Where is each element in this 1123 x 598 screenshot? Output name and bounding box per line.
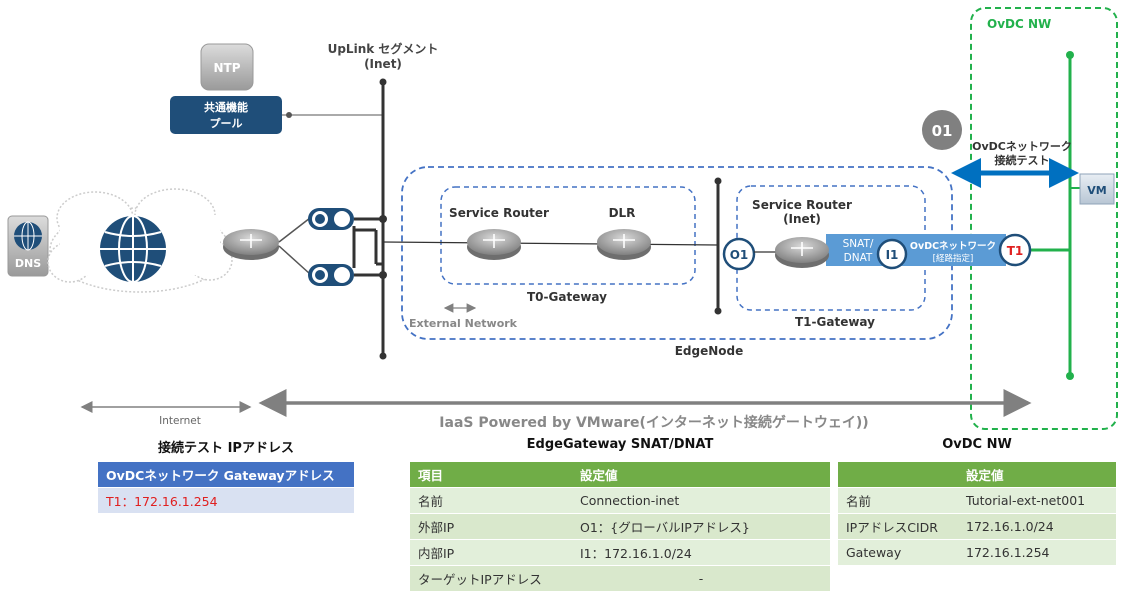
link-dot xyxy=(379,215,387,223)
ovdc-nw-box xyxy=(970,7,1118,430)
snat-label-2: DNAT xyxy=(844,252,873,264)
common-pool-label-1: 共通機能 xyxy=(204,100,248,114)
table-cell: 172.16.1.0/24 xyxy=(958,513,1116,540)
table-row: 名前 Connection-inet xyxy=(410,487,830,514)
ip-table-value: T1：172.16.1.254 xyxy=(98,487,354,514)
external-network-label: External Network xyxy=(409,317,518,330)
t0-gateway-box xyxy=(440,186,696,285)
vm-label: VM xyxy=(1087,184,1106,197)
snat-table-title: EdgeGateway SNAT/DNAT xyxy=(526,437,714,452)
column-header: 項目 xyxy=(410,462,572,488)
dlr-router-icon xyxy=(597,229,651,260)
table-row: 内部IP I1：172.16.1.0/24 xyxy=(410,539,830,566)
table-row: Gateway 172.16.1.254 xyxy=(838,539,1116,566)
service-router-icon xyxy=(467,229,521,260)
table-cell: 内部IP xyxy=(410,539,572,566)
table-cell: 名前 xyxy=(410,487,572,514)
link xyxy=(278,245,311,275)
edgenode-label: EdgeNode xyxy=(675,344,744,358)
segment-end-dot xyxy=(379,352,387,360)
uplink-label-2: (Inet) xyxy=(364,57,402,71)
conn-test-label-1: OvDCネットワーク xyxy=(972,140,1072,153)
ovdc-nw-table: 設定値 名前 Tutorial-ext-net001 IPアドレスCIDR 17… xyxy=(838,462,1116,566)
snat-label-1: SNAT/ xyxy=(843,238,874,250)
ip-address-table: OvDCネットワーク Gatewayアドレス T1：172.16.1.254 xyxy=(98,462,354,514)
ntp-icon xyxy=(200,43,254,91)
ovdc-route-label-1: OvDCネットワーク xyxy=(910,241,996,252)
t1-gateway-label: T1-Gateway xyxy=(795,315,875,329)
dlr-label: DLR xyxy=(609,206,636,220)
table-cell: 名前 xyxy=(838,487,958,514)
internet-label: Internet xyxy=(159,415,201,427)
edge-router-icon xyxy=(223,229,279,260)
segment-end-dot xyxy=(1066,51,1074,59)
table-row: ターゲットIPアドレス - xyxy=(410,565,830,592)
external-network-link xyxy=(382,241,719,246)
table-cell: - xyxy=(572,565,830,592)
ntp-label: NTP xyxy=(213,61,240,75)
ovdc-table-title: OvDC NW xyxy=(942,437,1012,452)
conn-test-label-2: 接続テスト xyxy=(995,153,1050,167)
t0-gateway-label: T0-Gateway xyxy=(527,290,607,304)
ovdc-route-label-2: [経路指定] xyxy=(933,253,974,264)
t1-label: T1 xyxy=(1007,244,1024,258)
globe-icon xyxy=(100,215,166,283)
table-row: 外部IP O1：{グローバルIPアドレス} xyxy=(410,513,830,540)
service-router-inet-label-1: Service Router xyxy=(752,198,852,212)
column-header xyxy=(838,462,958,488)
vm-icon xyxy=(1079,173,1115,205)
step-01-badge xyxy=(922,110,962,150)
service-router-label: Service Router xyxy=(449,206,549,220)
ovdc-route-band xyxy=(900,236,1006,264)
table-cell: ターゲットIPアドレス xyxy=(410,565,572,592)
i1-label: I1 xyxy=(886,248,899,262)
table-row: 名前 Tutorial-ext-net001 xyxy=(838,487,1116,514)
table-cell: Tutorial-ext-net001 xyxy=(958,487,1116,514)
common-pool-label-2: プール xyxy=(210,116,243,130)
i1-interface xyxy=(876,238,908,270)
step-01-label: 01 xyxy=(932,122,953,140)
table-cell: I1：172.16.1.0/24 xyxy=(572,539,830,566)
switch-uplinks xyxy=(352,217,383,277)
segment-end-dot xyxy=(1066,372,1074,380)
common-pool-box xyxy=(170,96,282,134)
pool-link-dot xyxy=(286,112,292,118)
switch-pair-icon xyxy=(308,208,354,286)
o1-interface xyxy=(722,237,756,271)
column-header: 設定値 xyxy=(958,462,1116,488)
link xyxy=(278,217,311,243)
service-router-inet-label-2: (Inet) xyxy=(783,212,821,226)
t1-service-router-icon xyxy=(775,237,829,268)
uplink-label-1: UpLink セグメント xyxy=(328,41,439,56)
dns-label: DNS xyxy=(15,257,41,270)
table-cell: 172.16.1.254 xyxy=(958,539,1116,566)
ip-table-header: OvDCネットワーク Gatewayアドレス xyxy=(98,462,354,488)
table-cell: 外部IP xyxy=(410,513,572,540)
table-cell: IPアドレスCIDR xyxy=(838,513,958,540)
ip-table-title: 接続テスト IPアドレス xyxy=(158,441,294,456)
table-cell: O1：{グローバルIPアドレス} xyxy=(572,513,830,540)
segment-end-dot xyxy=(714,307,722,315)
iaas-label: IaaS Powered by VMware(インターネット接続ゲートウェイ)) xyxy=(439,414,868,431)
snat-dnat-table: 項目 設定値 名前 Connection-inet 外部IP O1：{グローバル… xyxy=(410,462,830,592)
table-cell: Gateway xyxy=(838,539,958,566)
o1-label: O1 xyxy=(730,248,749,262)
t1-interface xyxy=(998,233,1032,267)
table-row: IPアドレスCIDR 172.16.1.0/24 xyxy=(838,513,1116,540)
segment-end-dot xyxy=(714,177,722,185)
link-dot xyxy=(379,271,387,279)
column-header: 設定値 xyxy=(572,462,830,488)
segment-end-dot xyxy=(379,78,387,86)
table-cell: Connection-inet xyxy=(572,487,830,514)
ovdc-nw-box-label: OvDC NW xyxy=(987,17,1051,31)
